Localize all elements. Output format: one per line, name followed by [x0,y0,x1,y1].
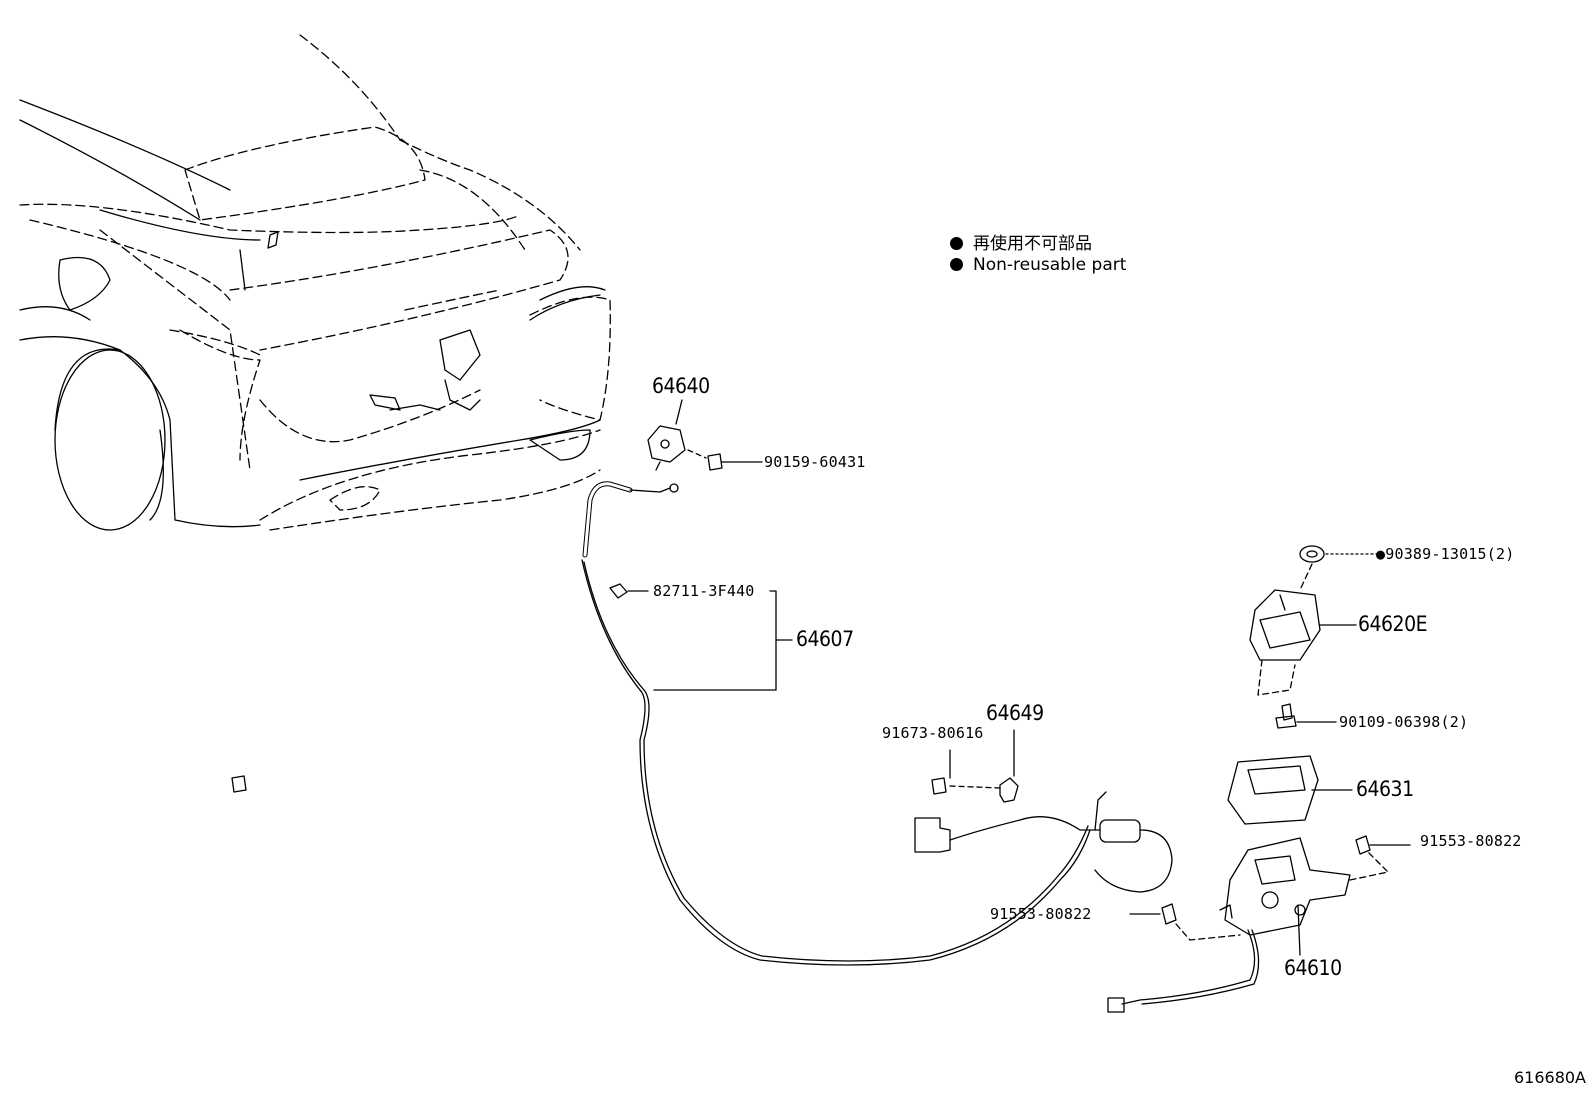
label-90159-60431: 90159-60431 [764,453,866,471]
legend-text-en: Non-reusable part [973,255,1127,275]
legend-text-jp: 再使用不可部品 [973,234,1092,254]
label-82711-3F440: 82711-3F440 [653,582,755,600]
label-91553-80822-right: 91553-80822 [1420,832,1522,850]
bullet-icon [950,258,963,271]
legend-item-jp: 再使用不可部品 [950,229,1092,254]
label-91553-80822-left: 91553-80822 [990,905,1092,923]
diagram-reference-code: 616680A [1513,1068,1586,1087]
part-64649-clip [231,729,1019,803]
label-64649: 64649 [986,701,1044,725]
label-90109-06398: 90109-06398(2) [1339,713,1469,731]
part-64640-bracket [647,399,763,471]
part-90109-bolt [1275,703,1337,729]
part-90389-grommet [1299,545,1379,591]
label-64640: 64640 [652,374,710,398]
label-90389-13015: ●90389-13015(2) [1376,545,1515,563]
label-64607: 64607 [796,627,854,651]
label-64610: 64610 [1284,956,1342,980]
label-91673-80616: 91673-80616 [882,724,984,742]
label-64620E: 64620E [1358,612,1428,636]
part-64620E-assembly [1249,589,1357,696]
part-64610-lock [1107,835,1411,1013]
bullet-icon [950,237,963,250]
label-64631: 64631 [1356,777,1414,801]
part-64607-cable [581,481,1173,966]
legend-item-en: Non-reusable part [950,255,1126,275]
part-64631-cover [1227,755,1353,825]
car-illustration [19,34,611,531]
